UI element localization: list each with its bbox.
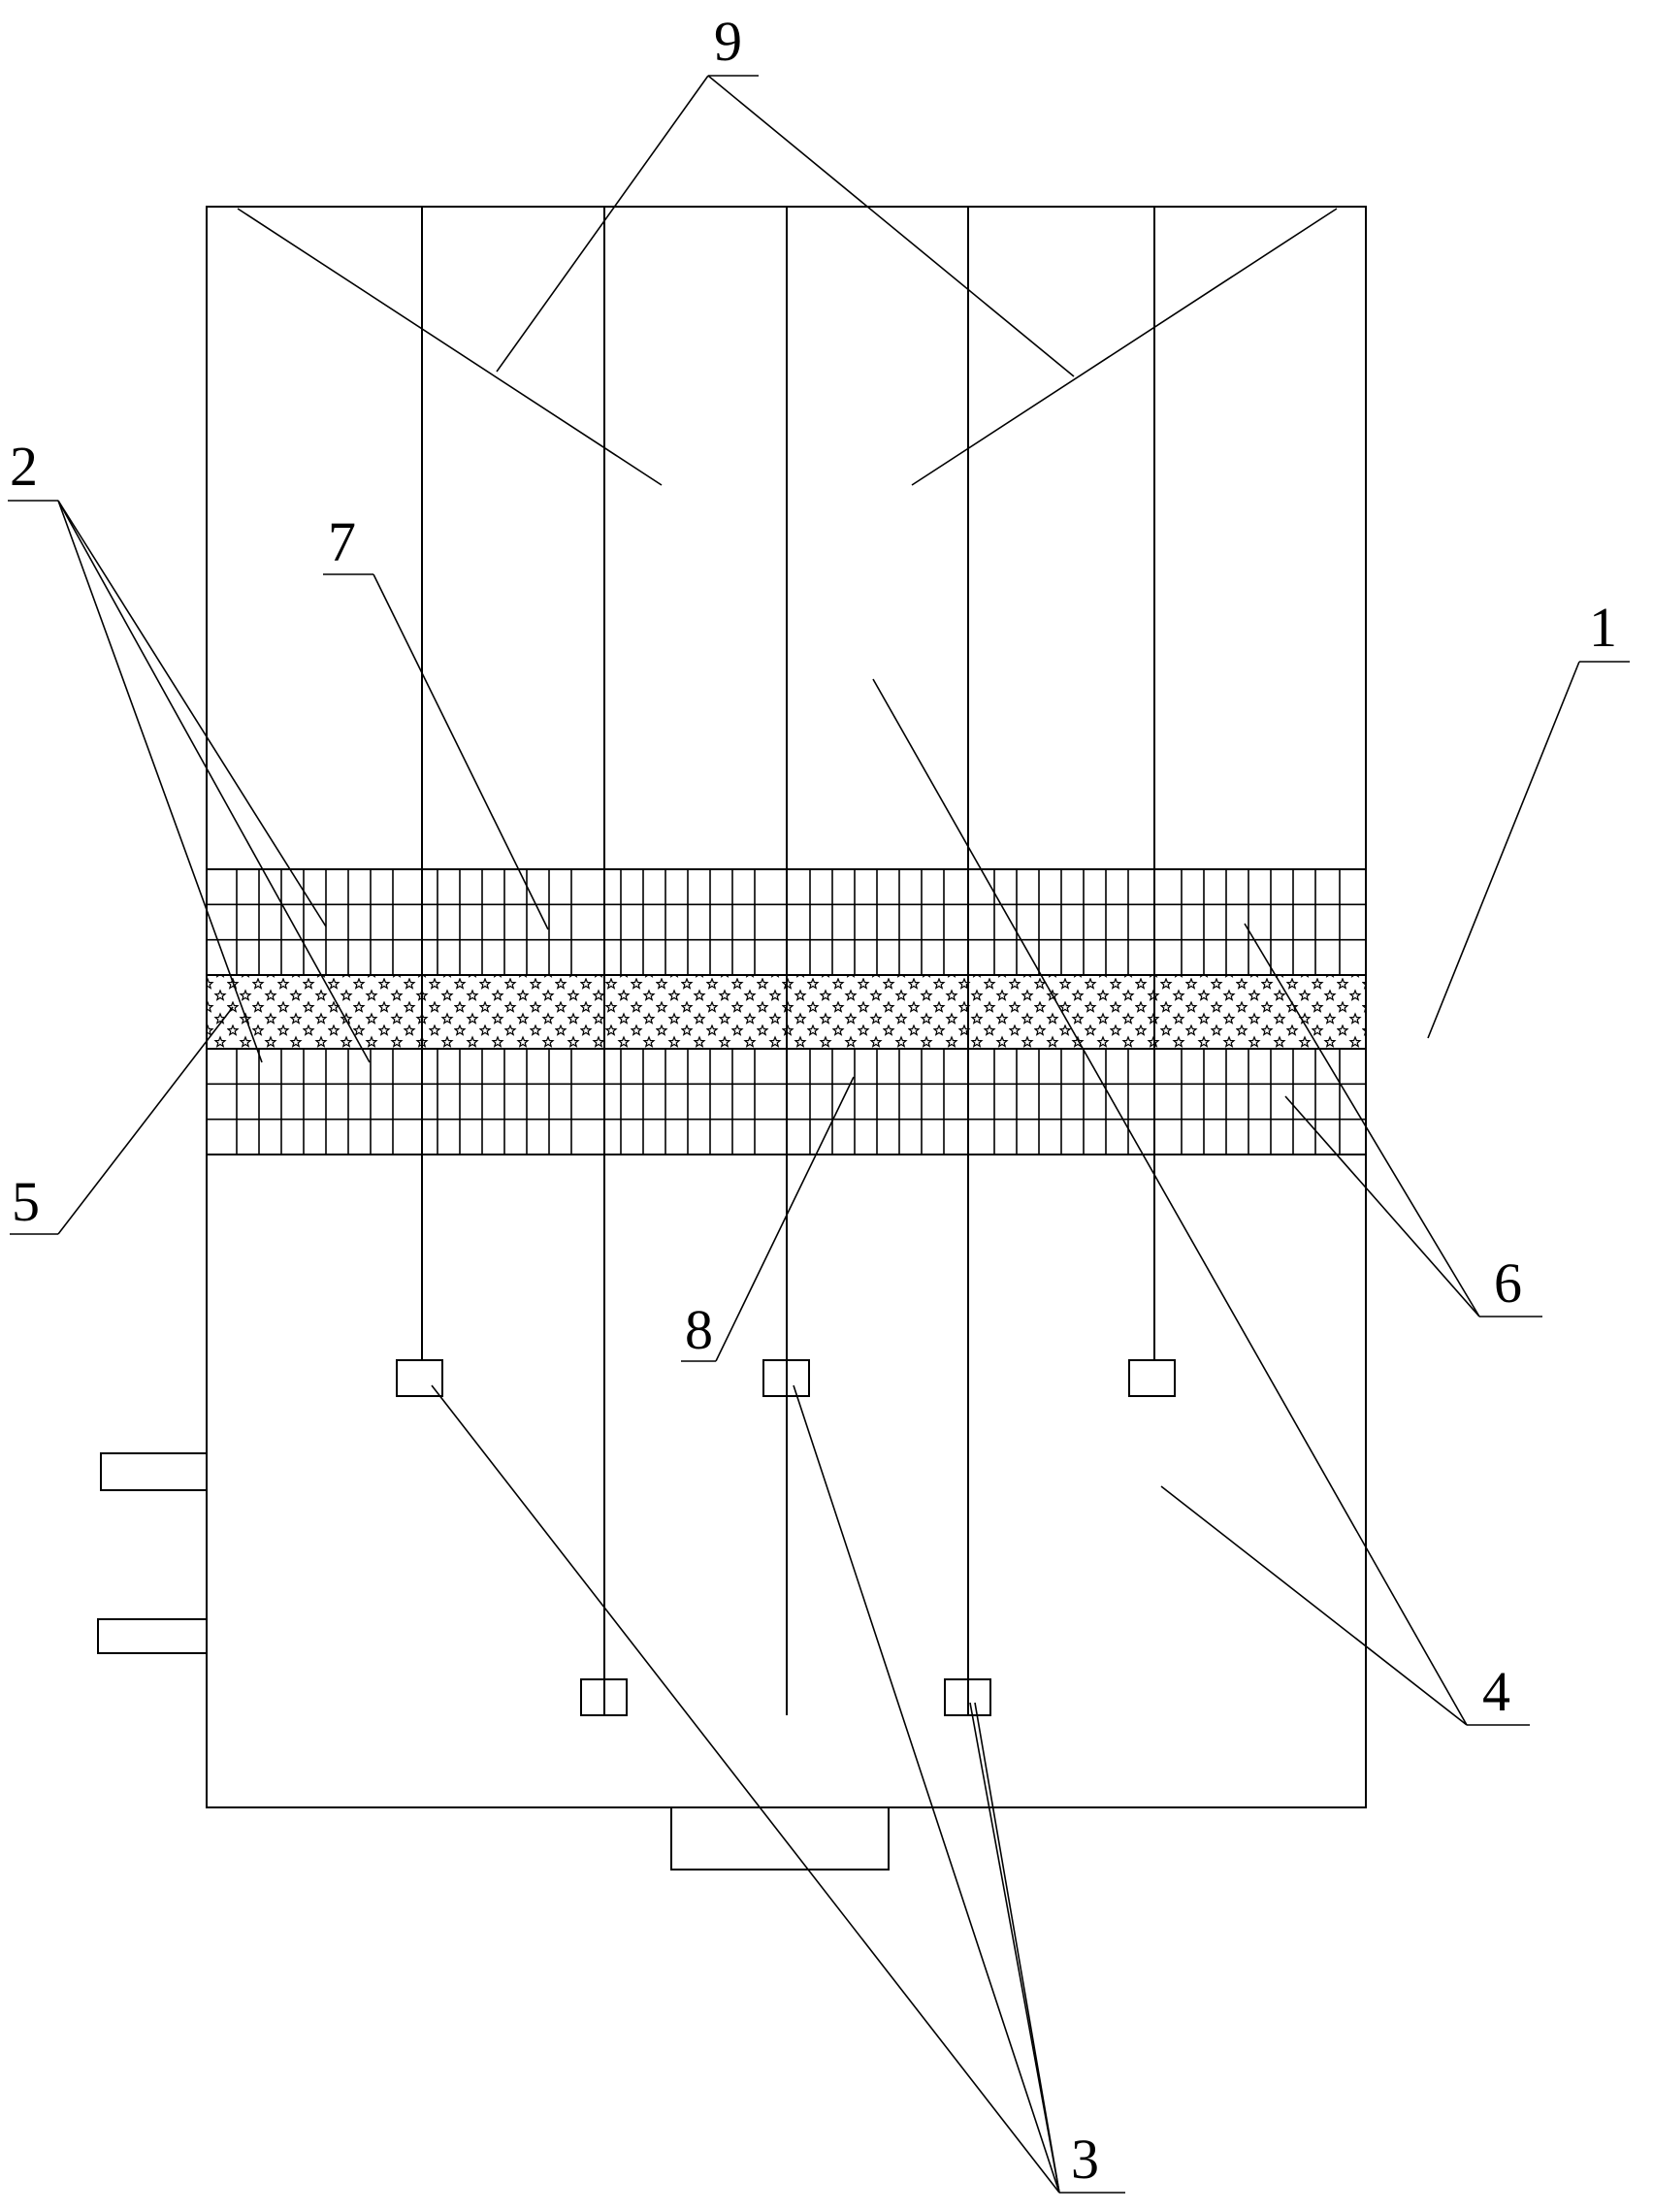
filter-media-layer bbox=[206, 974, 1367, 1050]
leader-5 bbox=[57, 1006, 234, 1235]
leader-3-a bbox=[431, 1384, 1060, 2194]
leader-4-b bbox=[1160, 1485, 1468, 1726]
device-box-5 bbox=[944, 1678, 991, 1716]
leader-3-d bbox=[969, 1702, 1060, 2194]
leader-3-b bbox=[793, 1384, 1060, 2194]
leader-2-a bbox=[57, 500, 327, 927]
leader-8 bbox=[715, 1076, 855, 1362]
leader-2-b bbox=[57, 500, 371, 1063]
label-5: 5 bbox=[12, 1170, 40, 1233]
label-7: 7 bbox=[328, 510, 356, 573]
label-8: 8 bbox=[685, 1298, 713, 1361]
suspended-devices bbox=[396, 1359, 1176, 1716]
device-box-4 bbox=[580, 1678, 628, 1716]
device-box-1 bbox=[396, 1359, 443, 1397]
label-3: 3 bbox=[1071, 2128, 1099, 2191]
upper-grid-layer bbox=[206, 868, 1367, 976]
label-1: 1 bbox=[1589, 596, 1617, 659]
leader-6-b bbox=[1284, 1095, 1480, 1317]
leader-1 bbox=[1427, 661, 1580, 1039]
label-6: 6 bbox=[1494, 1252, 1522, 1315]
leader-3-c bbox=[974, 1702, 1060, 2194]
leader-lines bbox=[8, 75, 1630, 2194]
side-outlet-1 bbox=[100, 1452, 208, 1491]
side-outlet-2 bbox=[97, 1618, 208, 1654]
device-box-2 bbox=[762, 1359, 810, 1397]
device-box-3 bbox=[1128, 1359, 1176, 1397]
diagonal-9-right bbox=[911, 208, 1338, 486]
label-9: 9 bbox=[714, 10, 742, 73]
diagonal-9-left bbox=[237, 208, 663, 486]
label-2: 2 bbox=[10, 435, 38, 498]
bottom-outlet bbox=[670, 1806, 890, 1870]
leader-2-c bbox=[57, 500, 263, 1063]
leader-6-a bbox=[1244, 923, 1480, 1317]
leader-4-a bbox=[872, 678, 1468, 1726]
side-outlets bbox=[97, 1452, 208, 1654]
label-4: 4 bbox=[1482, 1660, 1510, 1723]
device-wires bbox=[421, 207, 1155, 1360]
leader-9-a bbox=[496, 75, 709, 373]
leader-9-b bbox=[707, 75, 1075, 377]
leader-7 bbox=[373, 573, 549, 930]
lower-grid-layer bbox=[206, 1048, 1367, 1155]
reference-numerals: 9 2 7 1 5 6 8 4 3 bbox=[10, 10, 1617, 2191]
